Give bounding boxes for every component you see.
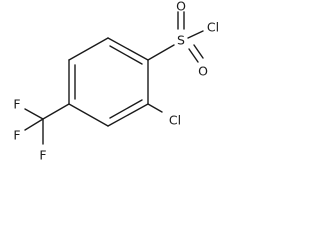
carbon-fluorine-bond: [24, 108, 44, 120]
fluorine-atom-label: F: [39, 148, 46, 163]
structure-canvas: S Cl O O Cl F F F: [13, 0, 219, 163]
fluorine-atom-label: F: [13, 97, 20, 112]
trifluoromethyl-group: F F F: [13, 97, 70, 163]
ring-to-chlorine-bond: [147, 103, 163, 113]
ring-double-bond: [109, 45, 143, 65]
oxygen-atom-label: O: [176, 0, 186, 14]
molecule-drawing: S Cl O O Cl F F F: [13, 0, 219, 163]
sulfur-oxygen-double-bond: [193, 44, 204, 59]
benzene-ring: [68, 37, 149, 127]
fluorine-atom-label: F: [13, 128, 20, 143]
sulfonyl-chlorine-label: Cl: [207, 20, 219, 35]
sulfur-oxygen-double-bond: [188, 48, 199, 63]
ring-bond: [107, 103, 149, 127]
ring-bond: [107, 37, 149, 61]
ring-double-bond: [109, 99, 143, 119]
oxygen-atom-label: O: [198, 64, 208, 79]
sulfur-atom-label: S: [177, 33, 185, 48]
chloro-substituent: Cl: [147, 103, 181, 128]
sulfonyl-chloride-group: S Cl O O: [147, 0, 219, 79]
ring-to-cf3-bond: [42, 103, 70, 120]
ring-bond: [68, 37, 109, 61]
ring-bond: [68, 103, 109, 127]
ring-chlorine-label: Cl: [169, 113, 181, 128]
carbon-fluorine-bond: [24, 118, 44, 131]
ring-to-sulfur-bond: [147, 44, 175, 61]
sulfur-chlorine-bond: [187, 30, 204, 39]
